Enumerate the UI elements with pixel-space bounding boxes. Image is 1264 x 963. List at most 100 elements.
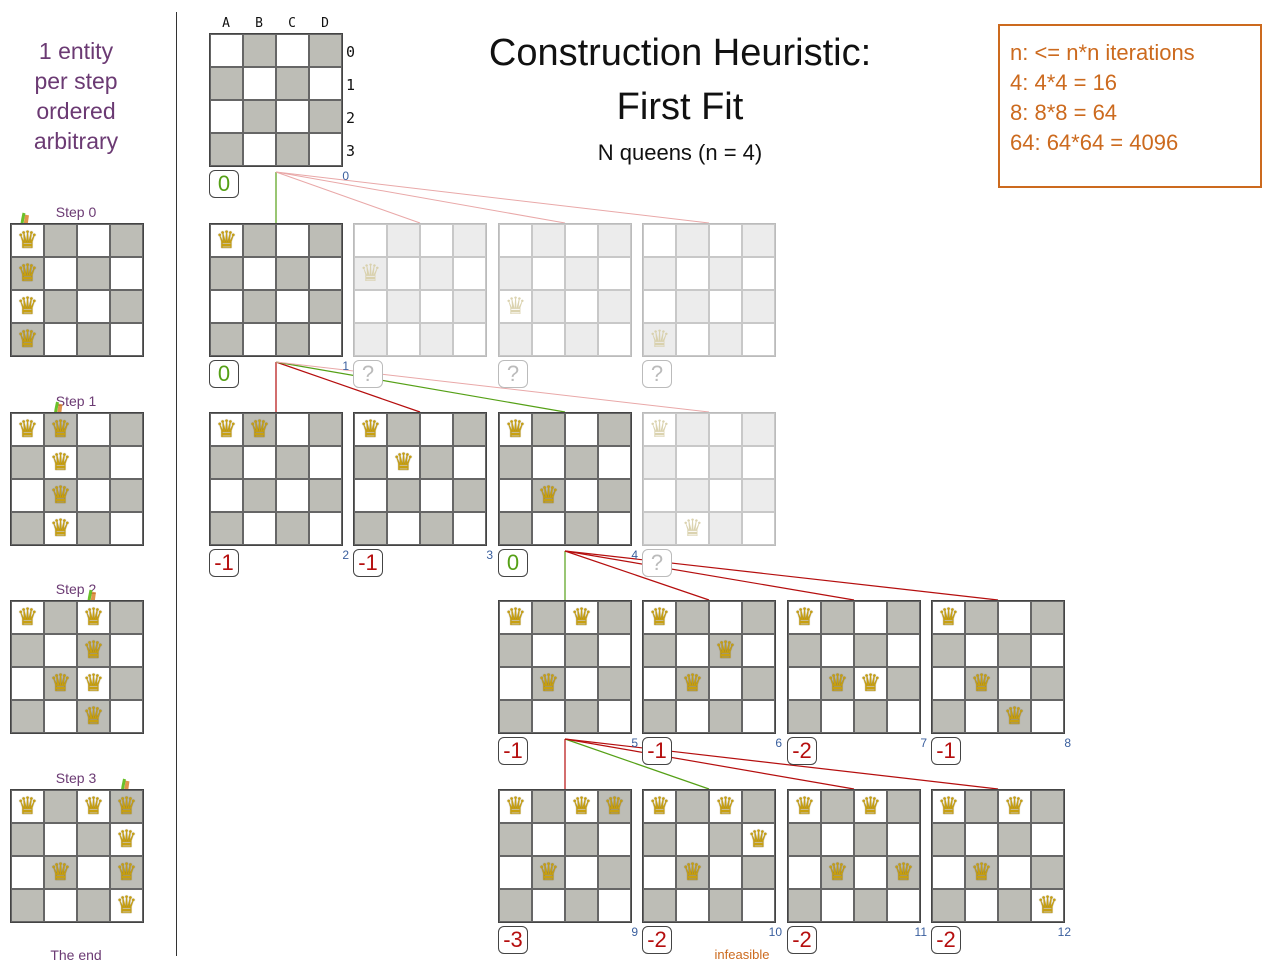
step-label-2: Step 2 <box>55 581 97 597</box>
board-square <box>387 323 420 356</box>
board-square <box>77 856 110 889</box>
board-square <box>110 323 143 356</box>
board-square: ♛ <box>44 479 77 512</box>
board-square <box>309 413 342 446</box>
board-square <box>499 224 532 257</box>
board-square <box>532 413 565 446</box>
board-square <box>276 446 309 479</box>
queen-icon: ♛ <box>82 702 105 730</box>
step-index: 4 <box>631 548 638 562</box>
board-square <box>788 667 821 700</box>
board-square <box>676 290 709 323</box>
step-index: 9 <box>631 925 638 939</box>
step-label-1: Step 1 <box>55 393 97 409</box>
board-square <box>309 323 342 356</box>
chessboard-node <box>209 33 343 167</box>
queen-icon: ♛ <box>392 448 415 476</box>
board-square: ♛ <box>643 601 676 634</box>
tree-edge <box>275 171 710 224</box>
board-square: ♛ <box>821 667 854 700</box>
board-square: ♛ <box>643 413 676 446</box>
board-square <box>598 413 631 446</box>
board-square <box>243 67 276 100</box>
queen-icon: ♛ <box>82 669 105 697</box>
board-square <box>309 446 342 479</box>
board-square <box>354 446 387 479</box>
board-square <box>276 512 309 545</box>
tree-edge <box>275 361 566 413</box>
iterations-infobox: n: <= n*n iterations 4: 4*4 = 16 8: 8*8 … <box>998 24 1262 188</box>
board-square <box>110 601 143 634</box>
board-square <box>998 823 1031 856</box>
board-square <box>210 290 243 323</box>
board-square <box>453 257 486 290</box>
chessboard-node: ♛♛♛♛ <box>931 789 1065 923</box>
board-square <box>210 257 243 290</box>
board-square <box>676 601 709 634</box>
board-square <box>598 290 631 323</box>
board-square <box>77 257 110 290</box>
board-square <box>243 133 276 166</box>
board-square <box>1031 601 1064 634</box>
board-square: ♛ <box>998 790 1031 823</box>
page-title: Construction Heuristic: First Fit <box>430 26 930 134</box>
step-index: 0 <box>342 169 349 183</box>
step-index: 1 <box>342 359 349 373</box>
queen-icon: ♛ <box>16 292 39 320</box>
board-square <box>387 413 420 446</box>
board-square <box>110 667 143 700</box>
board-square <box>565 856 598 889</box>
board-square <box>598 889 631 922</box>
board-square <box>276 257 309 290</box>
board-square: ♛ <box>44 667 77 700</box>
score-badge: ? <box>642 549 672 577</box>
board-square <box>709 667 742 700</box>
tree-edge <box>564 550 999 601</box>
queen-icon: ♛ <box>603 792 626 820</box>
queen-icon: ♛ <box>714 792 737 820</box>
board-square <box>387 479 420 512</box>
board-square <box>532 700 565 733</box>
end-label: The end <box>50 947 102 963</box>
board-square <box>598 634 631 667</box>
board-square <box>532 512 565 545</box>
board-square <box>643 634 676 667</box>
tree-edge <box>275 171 566 224</box>
board-square: ♛ <box>77 634 110 667</box>
board-square <box>276 323 309 356</box>
chessboard-node: ♛♛ <box>209 412 343 546</box>
board-square <box>44 224 77 257</box>
board-square <box>598 856 631 889</box>
score-badge: -2 <box>787 926 817 954</box>
queen-icon: ♛ <box>16 792 39 820</box>
infobox-line: 4: 4*4 = 16 <box>1010 70 1118 95</box>
queen-icon: ♛ <box>714 636 737 664</box>
board-square <box>676 634 709 667</box>
queen-icon: ♛ <box>504 603 527 631</box>
board-square <box>532 790 565 823</box>
step-index: 8 <box>1064 736 1071 750</box>
chessboard-node: ♛♛ <box>353 412 487 546</box>
tree-edge <box>275 171 421 224</box>
queen-icon: ♛ <box>115 891 138 919</box>
board-square <box>565 323 598 356</box>
board-square <box>44 601 77 634</box>
board-square: ♛ <box>354 257 387 290</box>
board-square <box>676 323 709 356</box>
step-index: 7 <box>920 736 927 750</box>
board-square <box>499 479 532 512</box>
queen-icon: ♛ <box>504 415 527 443</box>
tree-edge <box>564 550 710 601</box>
board-square <box>742 856 775 889</box>
board-square <box>788 856 821 889</box>
board-square <box>1031 667 1064 700</box>
board-square: ♛ <box>965 667 998 700</box>
queen-icon: ♛ <box>681 669 704 697</box>
board-square: ♛ <box>709 790 742 823</box>
queen-icon: ♛ <box>1003 792 1026 820</box>
board-square <box>998 601 1031 634</box>
board-square <box>44 700 77 733</box>
board-square <box>821 889 854 922</box>
board-square <box>420 224 453 257</box>
